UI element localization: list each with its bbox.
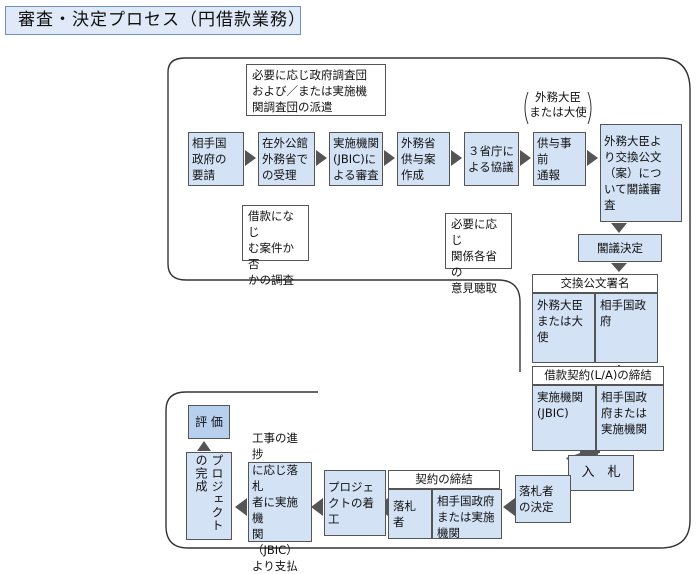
arrow-to-cabinet [611, 223, 627, 233]
row1-arrows [245, 150, 598, 166]
flow-step-request: 相手国 政府の 要請 [188, 132, 244, 186]
flow-step-review: 実施機関 (JBIC)に よる審査 [329, 132, 383, 186]
winner-decision: 落札者 の決定 [515, 475, 571, 523]
bidding: 入 札 [568, 455, 634, 491]
project-completion: プロジェクト の完成 [186, 452, 232, 540]
contract-right: 相手国政府 または実施 機関 [432, 489, 502, 540]
contract-left: 落札者 [388, 489, 432, 539]
flow-loop-inner [167, 72, 521, 372]
flow-step-draft: 外務省 供与案 作成 [397, 132, 450, 186]
exchange-right: 相手国政 府 [595, 293, 658, 363]
flow-step-consultation: ３省庁に よる協議 [464, 132, 519, 186]
flow-step-cabinet-review: 外務大臣よ り交換公文 （案）につ いて閣議審 査 [600, 124, 682, 222]
note-ministry-consult: 必要に応じ 関係各省の 意見聴取 [445, 213, 512, 295]
flow-step-notice: 供与事前 通報 [533, 132, 586, 186]
loan-right: 相手国政 府または 実施機関 [596, 385, 664, 451]
loan-left: 実施機関 (JBIC) [532, 385, 596, 451]
flow-step-receipt: 在外公館 外務省で の受理 [258, 132, 315, 186]
flow-loop-outline [165, 57, 691, 549]
note-minister-brackets [524, 91, 592, 125]
progress-payment: 工事の進捗 に応じ落札 者に実施機 関（JBIC） より支払 [248, 431, 312, 573]
exchange-header: 交換公文署名 [532, 274, 658, 293]
construction-start: プロジェクトの着 工 [324, 470, 386, 536]
arrow-to-evaluation [197, 441, 211, 451]
exchange-left: 外務大臣 または大 使 [532, 293, 595, 363]
cabinet-decision: 閣議決定 [578, 234, 662, 262]
note-loan-check: 借款になじ む案件か否 かの調査 [242, 205, 309, 287]
note-survey-dispatch: 必要に応じ政府調査団 および／または実施機 関調査団の派遣 [246, 64, 386, 116]
arrow-to-exchange [611, 263, 627, 272]
loan-header: 借款契約(L/A)の締結 [532, 366, 664, 385]
contract-header: 契約の締結 [388, 470, 500, 489]
evaluation: 評 価 [188, 405, 230, 439]
page-title: 審査・決定プロセス（円借款業務） [5, 6, 305, 35]
note-minister-or-ambassador: 外務大臣 または大使 [529, 90, 587, 119]
process-frame [165, 57, 691, 549]
